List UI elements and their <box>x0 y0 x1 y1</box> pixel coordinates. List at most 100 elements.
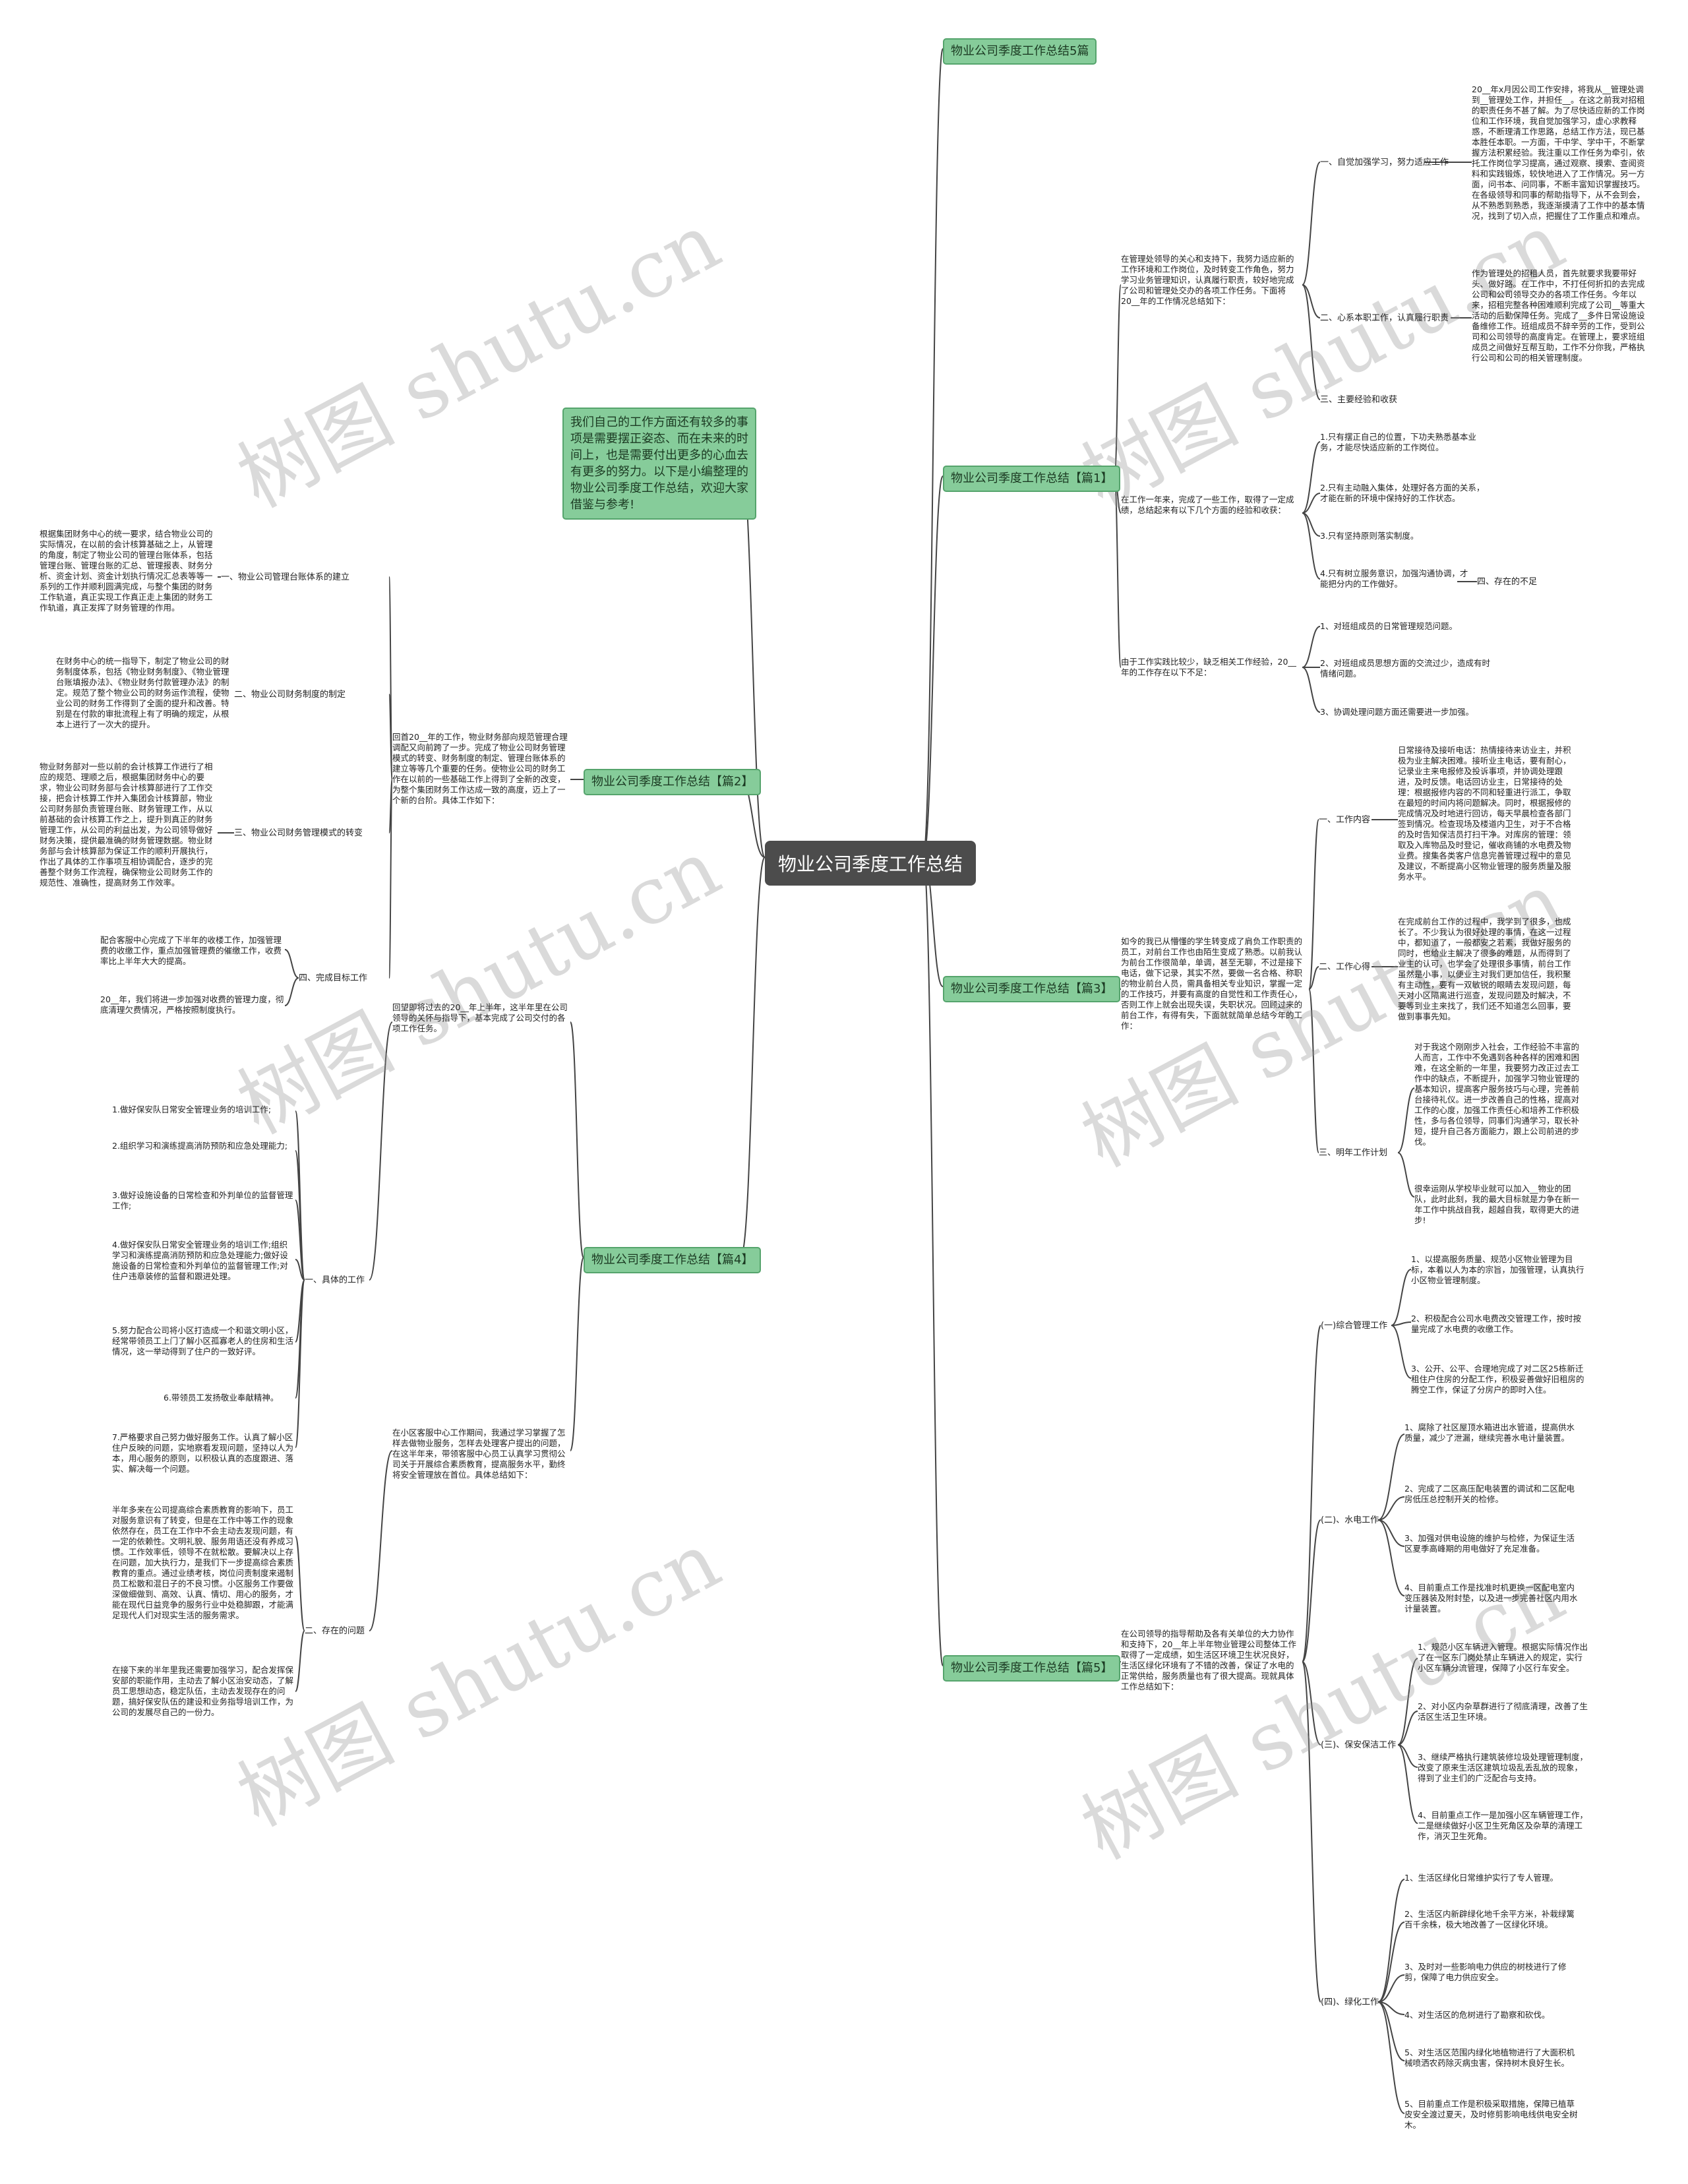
p1-intro: 在管理处领导的关心和支持下，我努力适应新的工作环境和工作岗位，及时转变工作角色，… <box>1121 254 1294 306</box>
p5-sec-1: 1、规范小区车辆进入管理。根据实际情况作出了在一区东门岗处禁止车辆进入的规定，实… <box>1418 1642 1588 1673</box>
p2-section-1[interactable]: 一、物业公司管理台账体系的建立 <box>221 572 350 582</box>
p4-problem-1: 半年多来在公司提高综合素质教育的影响下，员工对服务意识有了转变，但是在工作中等工… <box>112 1505 294 1620</box>
p5-intro: 在公司领导的指导帮助及各有关单位的大力协作和支持下，20__年上半年物业管理公司… <box>1121 1629 1296 1691</box>
branch-article-2[interactable]: 物业公司季度工作总结【篇2】 <box>584 769 762 795</box>
p3-section-2[interactable]: 二、工作心得 <box>1319 962 1371 972</box>
connector <box>1302 667 1321 713</box>
p4-problem-2: 在接下来的半年里我还需要加强学习，配合发挥保安部的职能作用，主动去了解小区治安动… <box>112 1665 294 1717</box>
p5-green-2: 2、生活区内新辟绿化地千余平方米，补栽绿篱百千余株，极大地改善了一区绿化环境。 <box>1404 1909 1575 1929</box>
p4-work-5: 5.努力配合公司将小区打造成一个和谐文明小区，经常带领员工上门了解小区孤寡老人的… <box>112 1325 294 1356</box>
p3-section-3[interactable]: 三、明年工作计划 <box>1319 1148 1388 1158</box>
p5-section-3[interactable]: (三)、保安保洁工作 <box>1321 1740 1397 1750</box>
connector <box>1397 1711 1418 1745</box>
connector <box>284 949 299 979</box>
p1-section-2[interactable]: 二、心系本职工作，认真履行职责 <box>1320 313 1449 323</box>
branch-5-articles[interactable]: 物业公司季度工作总结5篇 <box>943 38 1097 65</box>
p5-sec-2: 2、对小区内杂草群进行了彻底清理，改善了生活区生活卫生环境。 <box>1418 1701 1588 1722</box>
p2-goal-1: 配合客服中心完成了下半年的收楼工作，加强管理费的收缴工作，重点加强管理费的催缴工… <box>100 935 282 966</box>
connector <box>922 48 944 858</box>
p3-section-3-text-2: 很幸运刚从学校毕业就可以加入__物业的团队，此时此刻，我的最大目标就是力争在新一… <box>1414 1184 1580 1225</box>
connector <box>1308 966 1319 990</box>
p5-elec-1: 1、腐除了社区屋顶水箱进出水管道，提高供水质量，减少了泄漏，继续完善水电计量装置… <box>1404 1422 1575 1443</box>
p4-work-4: 4.做好保安队日常安全管理业务的培训工作;组织学习和演练提高消防预防和应急处理能… <box>112 1240 288 1281</box>
p1-defect-1: 1、对班组成员的日常管理规范问题。 <box>1320 621 1457 631</box>
p5-section-2[interactable]: (二)、水电工作 <box>1321 1515 1379 1525</box>
p2-section-2[interactable]: 二、物业公司财务制度的制定 <box>234 690 346 700</box>
connector <box>388 779 393 979</box>
p5-section-4[interactable]: (四)、绿化工作 <box>1321 1997 1379 2007</box>
connector <box>295 1279 305 1448</box>
connector <box>295 1630 305 1692</box>
p1-section-3[interactable]: 三、主要经验和收获 <box>1320 395 1398 405</box>
connector <box>1302 441 1321 514</box>
p5-comp-3: 3、公开、公平、合理地完成了对二区25栋新迁租住户住房的分配工作，积极妥善做好旧… <box>1411 1364 1584 1395</box>
p4-intro-2: 在小区客服中心工作期间，我通过学习掌握了怎样去做物业服务，怎样去处理客户提出的问… <box>392 1428 566 1480</box>
connector <box>1391 1269 1412 1326</box>
p1-section-4[interactable]: 四、存在的不足 <box>1477 577 1538 587</box>
p1-section-1-text: 20__年x月因公司工作安排，将我从__管理处调到__管理处工作，并担任__。在… <box>1472 84 1645 221</box>
connector <box>1302 1661 1321 2003</box>
connector <box>1302 162 1321 286</box>
connector <box>1377 1922 1405 2003</box>
p5-elec-2: 2、完成了二区高压配电装置的调试和二区配电房低压总控制开关的检修。 <box>1404 1484 1575 1504</box>
p5-green-1: 1、生活区绿化日常维护实行了专人管理。 <box>1404 1873 1558 1883</box>
connector <box>1377 1519 1405 1547</box>
connector <box>1377 2001 1405 2114</box>
p3-section-1[interactable]: 一、工作内容 <box>1319 815 1371 825</box>
p1-section-1[interactable]: 一、自觉加强学习，努力适应工作 <box>1320 158 1449 167</box>
p4-section-1[interactable]: 一、具体的工作 <box>305 1275 365 1285</box>
p5-comp-1: 1、以提高服务质量、规范小区物业管理为目标，本着以人为本的宗旨，加强管理，认真执… <box>1411 1254 1584 1285</box>
connector <box>295 1110 305 1281</box>
p1-defect-3: 3、协调处理问题方面还需要进一步加强。 <box>1320 707 1474 717</box>
p4-work-1: 1.做好保安队日常安全管理业务的培训工作; <box>112 1105 272 1114</box>
p5-green-4: 4、对生活区的危树进行了勘察和砍伐。 <box>1404 2010 1550 2020</box>
connector <box>1302 1519 1321 1662</box>
branch-article-3[interactable]: 物业公司季度工作总结【篇3】 <box>943 976 1121 1002</box>
connector <box>1377 1519 1405 1596</box>
connector <box>1302 1661 1321 1745</box>
connector <box>570 1257 584 1451</box>
p5-green-3: 3、及时对一些影响电力供应的树枝进行了修剪，保障了电力供应安全。 <box>1404 1962 1567 1982</box>
connector <box>740 857 766 1258</box>
branch-article-5[interactable]: 物业公司季度工作总结【篇5】 <box>943 1655 1121 1682</box>
p1-exp-2: 2.只有主动融入集体，处理好各方面的关系，才能在新的环境中保持好的工作状态。 <box>1320 483 1485 503</box>
p1-exp-4: 4.只有树立服务意识，加强沟通协调，才能把分内的工作做好。 <box>1320 568 1468 589</box>
p5-comp-2: 2、积极配合公司水电费改交管理工作，按时按量完成了水电费的收缴工作。 <box>1411 1314 1581 1334</box>
p2-section-2-text: 在财务中心的统一指导下，制定了物业公司的财务制度体系，包括《物业财务制度》、《物… <box>56 656 229 729</box>
p1-exp-1: 1.只有摆正自己的位置，下功夫熟悉基本业务，才能尽快适应新的工作岗位。 <box>1320 432 1476 452</box>
p5-green-6: 5、目前重点工作是积极采取措施，保障已植草皮安全渡过夏天，及时修剪影响电线供电安… <box>1404 2099 1578 2130</box>
p2-goal-2: 20__年，我们将进一步加强对收费的管理力度，彻底清理欠费情况，严格按照制度执行… <box>100 994 284 1015</box>
p3-section-2-text: 在完成前台工作的过程中，我学到了很多，也成长了。不少我认为很好处理的事情，在这一… <box>1398 917 1571 1021</box>
connector <box>1114 284 1122 477</box>
connector <box>1391 1321 1412 1326</box>
connector <box>1308 988 1319 1153</box>
connector <box>1302 284 1321 318</box>
p5-section-1[interactable]: (一)综合管理工作 <box>1321 1321 1388 1331</box>
connector <box>1397 1087 1415 1153</box>
connector <box>1114 475 1122 668</box>
connector <box>1377 2001 1405 2061</box>
connector <box>1302 512 1321 580</box>
p5-green-5: 5、对生活区范围内绿化地植物进行了大面积机械喷洒农药除灭病虫害，保持树木良好生长… <box>1404 2048 1575 2068</box>
p4-work-2: 2.组织学习和演练提高消防预防和应急处理能力; <box>112 1141 288 1151</box>
root-topic[interactable]: 物业公司季度工作总结 <box>765 841 977 886</box>
connector <box>1377 1434 1405 1521</box>
p1-intro-2: 在工作一年来，完成了一些工作，取得了一定成绩，总结起来有以下几个方面的经验和收获… <box>1121 495 1294 515</box>
p4-work-7: 7.严格要求自己努力做好服务工作。认真了解小区住户反映的问题，实地察看发现问题，… <box>112 1432 294 1474</box>
p2-section-3[interactable]: 三、物业公司财务管理模式的转变 <box>234 828 363 838</box>
p1-intro-3: 由于工作实践比较少，缺乏相关工作经验，20__年的工作存在以下不足： <box>1121 657 1296 677</box>
intro-note: 我们自己的工作方面还有较多的事项是需要摆正姿态、而在未来的时间上，也是需要付出更… <box>562 408 756 520</box>
branch-article-1[interactable]: 物业公司季度工作总结【篇1】 <box>943 466 1121 492</box>
p2-intro: 回首20__年的工作，物业财务部向规范管理合理调配又向前跨了一步。完成了物业公司… <box>392 732 568 805</box>
connector <box>570 1021 584 1258</box>
connector <box>388 694 393 780</box>
connector <box>1377 1974 1405 2003</box>
branch-article-4[interactable]: 物业公司季度工作总结【篇4】 <box>584 1247 762 1273</box>
connector <box>284 977 299 1006</box>
p4-section-2[interactable]: 二、存在的问题 <box>305 1626 365 1636</box>
connector <box>1377 1879 1405 2003</box>
p3-section-1-text: 日常接待及接听电话：热情接待来访业主，并积极为业主解决困难。接听业主电话，要有耐… <box>1398 745 1571 882</box>
p2-section-4[interactable]: 四、完成目标工作 <box>299 973 368 983</box>
connector <box>1302 493 1321 514</box>
p5-elec-3: 3、加强对供电设施的维护与检修，为保证生活区夏季高峰期的用电做好了充足准备。 <box>1404 1533 1575 1554</box>
